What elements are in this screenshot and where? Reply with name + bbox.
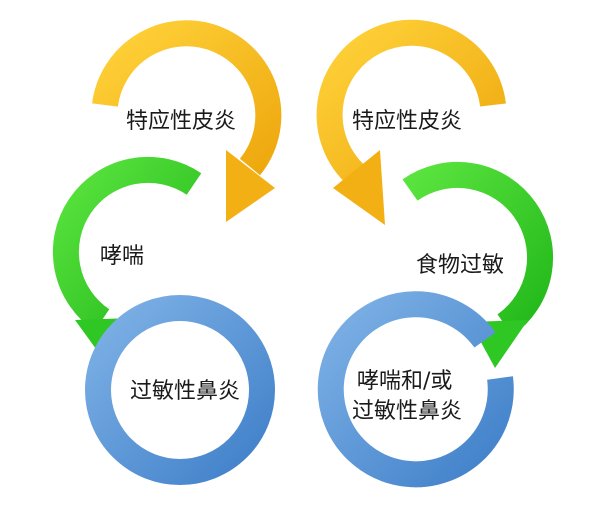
right-yellow-arrowhead <box>333 150 385 225</box>
right-top-label: 特应性皮炎 <box>352 109 463 134</box>
left-blue-ring <box>85 295 275 485</box>
left-middle-label: 哮喘 <box>100 244 145 269</box>
right-green-arc <box>402 161 553 336</box>
right-bottom-label-line1: 哮喘和/或 <box>357 369 453 394</box>
left-green-arc <box>52 156 202 331</box>
left-yellow-arc <box>92 20 282 176</box>
left-bottom-label: 过敏性鼻炎 <box>130 379 241 404</box>
right-bottom-label-line2: 过敏性鼻炎 <box>352 399 463 424</box>
right-blue-arc <box>317 291 514 488</box>
left-top-label: 特应性皮炎 <box>126 109 237 134</box>
left-yellow-arrowhead <box>226 150 275 222</box>
right-yellow-arc <box>316 19 506 185</box>
right-middle-label: 食物过敏 <box>416 253 505 278</box>
